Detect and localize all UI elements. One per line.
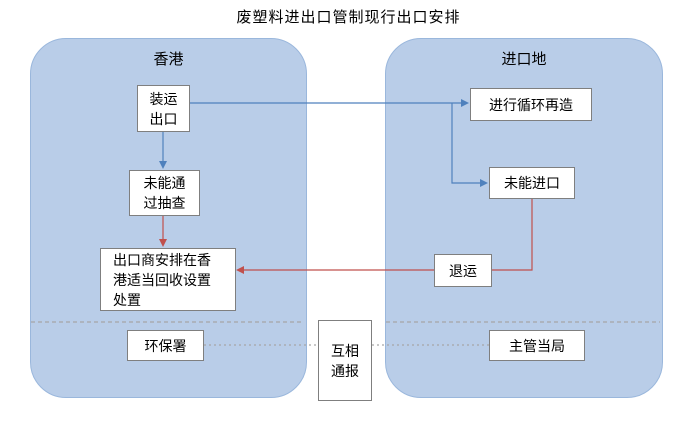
node-fail-inspection: 未能通 过抽查	[129, 170, 200, 216]
diagram-title: 废塑料进出口管制现行出口安排	[236, 9, 461, 26]
node-mutual-notification: 互相 通报	[318, 320, 372, 401]
region-hongkong-label: 香港	[153, 51, 184, 68]
node-fail-import: 未能进口	[489, 167, 575, 199]
node-environmental-protection-dept: 环保署	[127, 330, 204, 361]
node-recycling: 进行循环再造	[470, 88, 592, 121]
node-return-shipment: 退运	[434, 254, 492, 287]
node-competent-authority: 主管当局	[489, 330, 585, 361]
node-ship-export: 装运 出口	[137, 85, 190, 132]
region-import-place-label: 进口地	[501, 51, 547, 68]
node-exporter-arrange-disposal: 出口商安排在香 港适当回收设置 处置	[100, 248, 236, 311]
